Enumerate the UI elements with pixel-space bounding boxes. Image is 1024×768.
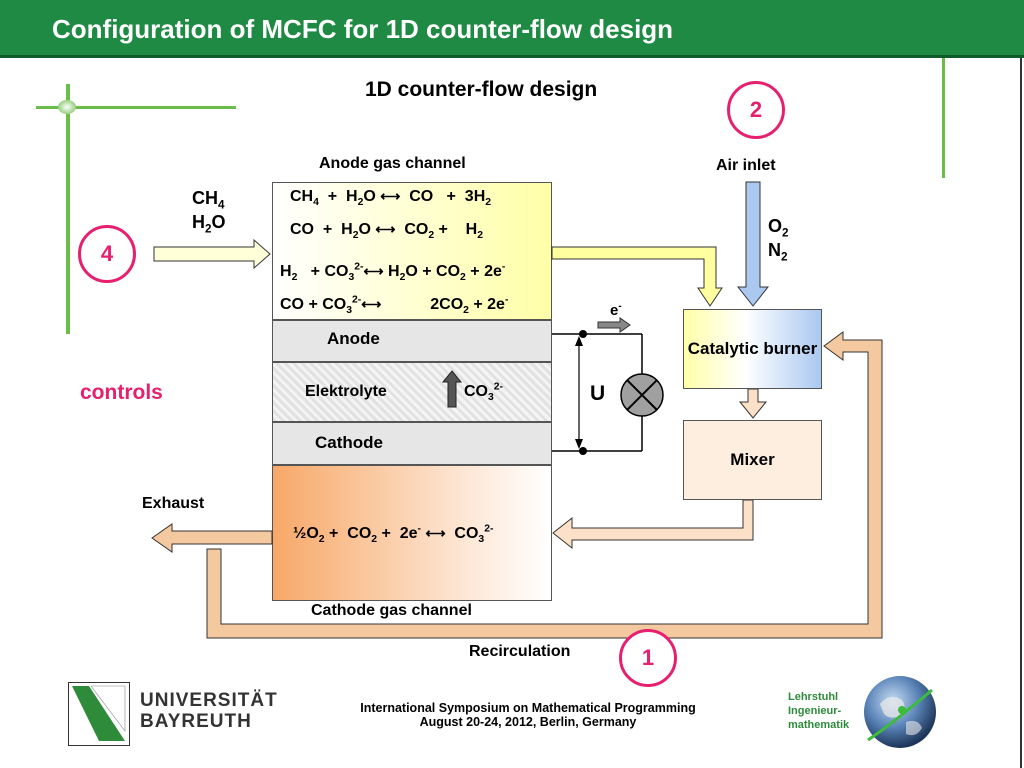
slide-border: [1020, 58, 1022, 768]
reaction-water-gas-shift: CO + H2O ⟷ CO2 + H2: [290, 221, 484, 242]
controls-label: controls: [80, 381, 163, 404]
chair-name-line2: Ingenieur-: [788, 705, 842, 717]
reaction-cathode: ½O2 + CO2 + 2e- ⟷ CO32-: [293, 523, 494, 546]
fuel-inlet-arrow: [153, 238, 271, 270]
electron-label: e-: [610, 301, 622, 319]
catalytic-burner-box: Catalytic burner: [683, 309, 822, 389]
anode-gas-channel: [272, 182, 552, 320]
ion-flow-arrow: [442, 370, 462, 408]
mixer-box: Mixer: [683, 420, 822, 500]
university-logo-icon: [68, 682, 130, 746]
electrolyte-label: Elektrolyte: [305, 383, 387, 400]
page-title: Configuration of MCFC for 1D counter-flo…: [52, 14, 674, 44]
conference-info: International Symposium on Mathematical …: [338, 701, 718, 729]
decorative-glow: [58, 100, 76, 114]
anode-exhaust-arrow: [551, 246, 723, 307]
anode-gas-channel-label: Anode gas channel: [319, 155, 466, 172]
electron-flow-arrow: [597, 317, 631, 333]
carbonate-ion-label: CO32-: [464, 381, 504, 404]
globe-logo-icon: [864, 676, 936, 748]
anode-layer: [272, 320, 552, 362]
reaction-anode-hydrogen: H2 + CO32-⟷ H2O + CO2 + 2e-: [280, 261, 506, 284]
burner-to-mixer-arrow: [738, 388, 768, 419]
university-name-line2: BAYREUTH: [140, 711, 252, 732]
mixer-to-cathode-arrow: [552, 499, 754, 550]
exhaust-arrow: [151, 523, 273, 553]
cathode-gas-channel-label: Cathode gas channel: [311, 602, 472, 619]
reaction-steam-reforming: CH4 + H2O ⟷ CO + 3H2: [290, 188, 492, 209]
conference-name: International Symposium on Mathematical …: [360, 701, 696, 715]
decorative-line: [942, 58, 945, 178]
recirculation-label: Recirculation: [469, 643, 571, 660]
electrolyte-layer: [272, 362, 552, 422]
decorative-line: [66, 84, 70, 334]
anode-label: Anode: [327, 329, 380, 348]
air-inlet-label: Air inlet: [716, 157, 776, 174]
cathode-layer: [272, 422, 552, 465]
exhaust-label: Exhaust: [142, 495, 205, 512]
voltage-label: U: [590, 382, 606, 405]
reaction-anode-co: CO + CO32-⟷ 2CO2 + 2e-: [280, 294, 509, 317]
cathode-label: Cathode: [315, 433, 383, 452]
marker-4: 4: [78, 225, 136, 283]
conference-dates: August 20-24, 2012, Berlin, Germany: [419, 715, 637, 729]
recirculation-arrow: [206, 331, 883, 639]
marker-1: 1: [619, 629, 677, 687]
chair-name-line3: mathematik: [788, 719, 850, 731]
decorative-line: [36, 106, 236, 109]
marker-2: 2: [727, 81, 785, 139]
university-name: UNIVERSITÄT BAYREUTH: [140, 690, 278, 732]
chair-name: Lehrstuhl Ingenieur- mathematik: [788, 690, 849, 732]
cathode-gas-channel: [272, 465, 552, 601]
air-inlet-arrow: [736, 181, 770, 307]
title-bar: [0, 0, 1024, 58]
diagram-heading: 1D counter-flow design: [365, 78, 598, 101]
chair-name-line1: Lehrstuhl: [788, 691, 839, 703]
university-name-line1: UNIVERSITÄT: [140, 690, 278, 711]
